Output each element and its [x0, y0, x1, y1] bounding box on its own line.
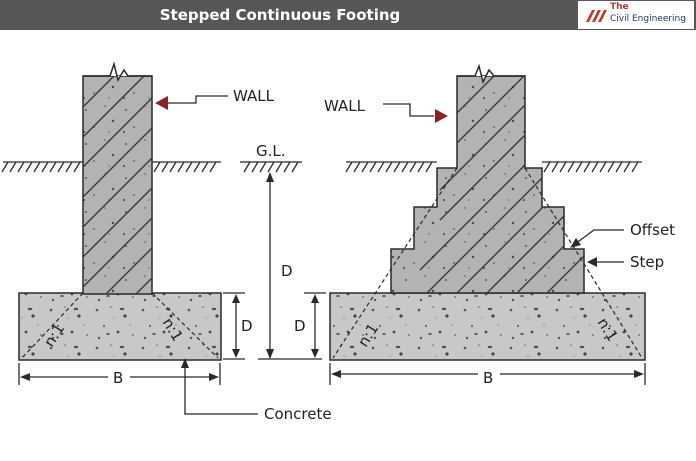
width-label-right: B: [483, 369, 493, 387]
concrete-label: Concrete: [264, 405, 332, 423]
logo-text-name: Civil Engineering: [610, 14, 686, 24]
gl-label: G.L.: [256, 142, 286, 160]
logo-text-the: The: [610, 2, 629, 12]
left-wall-hatching: [83, 76, 152, 294]
depth-label-left-slab: D: [241, 317, 253, 335]
depth-label-total: D: [281, 262, 293, 280]
right-ground-line: [345, 161, 642, 173]
right-footing-slab: [329, 292, 646, 361]
logo-stripes-icon: [586, 10, 607, 22]
concrete-leader: [181, 358, 258, 415]
wall-label-right: WALL: [324, 97, 366, 115]
logo: The Civil Engineering: [578, 1, 694, 29]
step-label: Step: [630, 253, 664, 271]
depth-dimension-right-slab: [304, 292, 326, 358]
wall-arrow-left: [155, 95, 228, 110]
width-label-left: B: [113, 369, 123, 387]
left-dispersion-line-left: [21, 292, 84, 359]
depth-label-right-slab: D: [294, 317, 306, 335]
left-wall-break: [83, 61, 152, 82]
right-dispersion-line-right: [524, 167, 643, 359]
width-label-right-bg: [478, 366, 500, 388]
width-label-left-bg: [108, 369, 130, 385]
gl-marker: [240, 161, 302, 173]
depth-dimension-left-slab: [223, 292, 245, 360]
offset-label: Offset: [630, 221, 675, 239]
left-ground-line: [1, 161, 221, 173]
right-dispersion-line-left: [332, 167, 458, 359]
offset-leader: [570, 229, 624, 248]
right-stepped-wall: [390, 75, 585, 294]
wall-arrow-right: [383, 103, 448, 123]
title-banner: Stepped Continuous Footing The Civil Eng…: [0, 0, 696, 30]
left-dispersion-line-right: [151, 292, 219, 359]
left-footing-slab: [18, 292, 222, 361]
right-wall-break: [457, 63, 525, 85]
depth-dimension-total: [258, 172, 322, 360]
wall-label-left: WALL: [233, 87, 275, 105]
page-title: Stepped Continuous Footing: [159, 6, 401, 24]
step-leader: [587, 257, 624, 267]
